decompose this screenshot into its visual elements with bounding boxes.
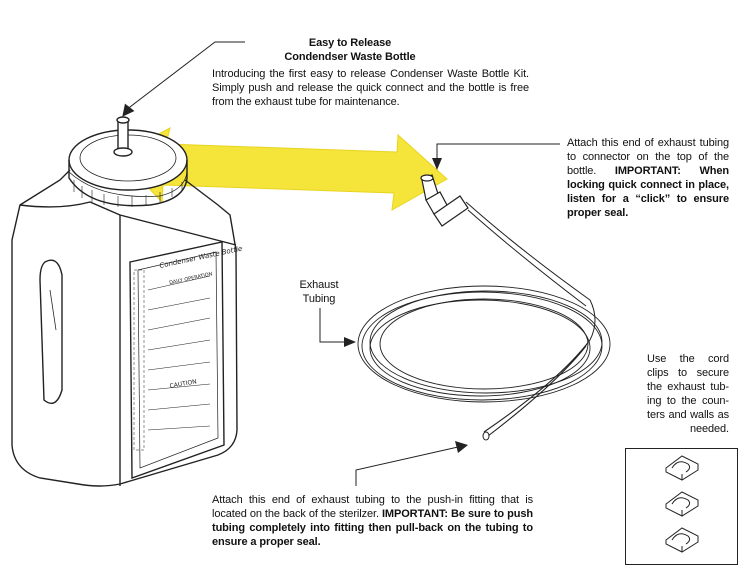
waste-bottle <box>11 116 238 487</box>
cord-clips <box>665 455 699 553</box>
exhaust-tube-upper <box>465 201 596 341</box>
title-line-2: Condendser Waste Bottle <box>284 51 416 63</box>
tube-open-end <box>482 431 490 441</box>
top-right-leader-line <box>436 143 560 160</box>
top-right-note-text: Attach this end of exhaust tubing to con… <box>567 137 729 177</box>
exhaust-label-line-1: Exhaust <box>299 279 339 291</box>
bottom-note: Attach this end of exhaust tubing to the… <box>212 493 533 549</box>
title-leader-line <box>125 41 245 111</box>
exhaust-leader-line <box>319 308 346 343</box>
exhaust-tubing-label: Exhaust Tubing <box>291 278 347 306</box>
exhaust-label-line-2: Tubing <box>302 293 336 305</box>
elbow-fitting <box>420 174 469 227</box>
bottom-note-important-label: IMPORTANT: <box>381 508 448 520</box>
bottom-note-important: Be sure to push tubing completely into f… <box>212 508 533 548</box>
coiled-exhaust-tubing <box>357 285 611 437</box>
intro-text: Introducing the first easy to release Co… <box>212 68 529 108</box>
top-right-note: Attach this end of exhaust tubing to con… <box>567 136 729 220</box>
title-line-1: Easy to Release <box>308 37 392 49</box>
cord-clip-note: Use the cord clips to secure the exhaust… <box>647 353 729 435</box>
bottle-label-caution: CAUTION <box>169 378 197 390</box>
cord-clips-box <box>625 448 738 565</box>
top-right-note-important: IMPORTANT: When locking quick connect in… <box>567 165 729 219</box>
title: Easy to Release Condendser Waste Bottle <box>235 36 465 64</box>
bottom-leader-line <box>355 446 459 486</box>
bottom-note-text: Attach this end of exhaust tubing to the… <box>212 494 533 520</box>
